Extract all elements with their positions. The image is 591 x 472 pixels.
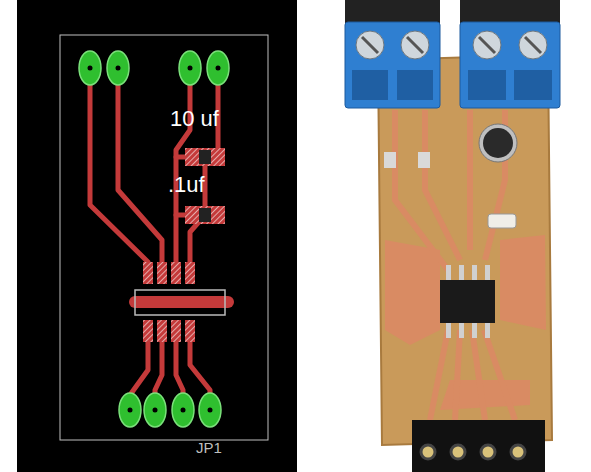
copper-traces bbox=[90, 70, 228, 410]
pcb-photo bbox=[345, 0, 560, 472]
smd-part bbox=[384, 152, 516, 228]
pcb-label: 10 uf bbox=[170, 108, 219, 130]
drill-hole bbox=[88, 66, 221, 413]
electrolytic-capacitor bbox=[479, 124, 517, 162]
pcb-label: .1uf bbox=[168, 174, 205, 196]
pcb-label: JP1 bbox=[196, 440, 222, 455]
through-hole-pad bbox=[79, 51, 229, 427]
soic-chip-footprint bbox=[135, 262, 225, 342]
terminal-block bbox=[345, 0, 560, 108]
pcb-layout bbox=[17, 0, 297, 472]
soic-chip bbox=[440, 265, 495, 338]
pin-header bbox=[412, 420, 545, 472]
